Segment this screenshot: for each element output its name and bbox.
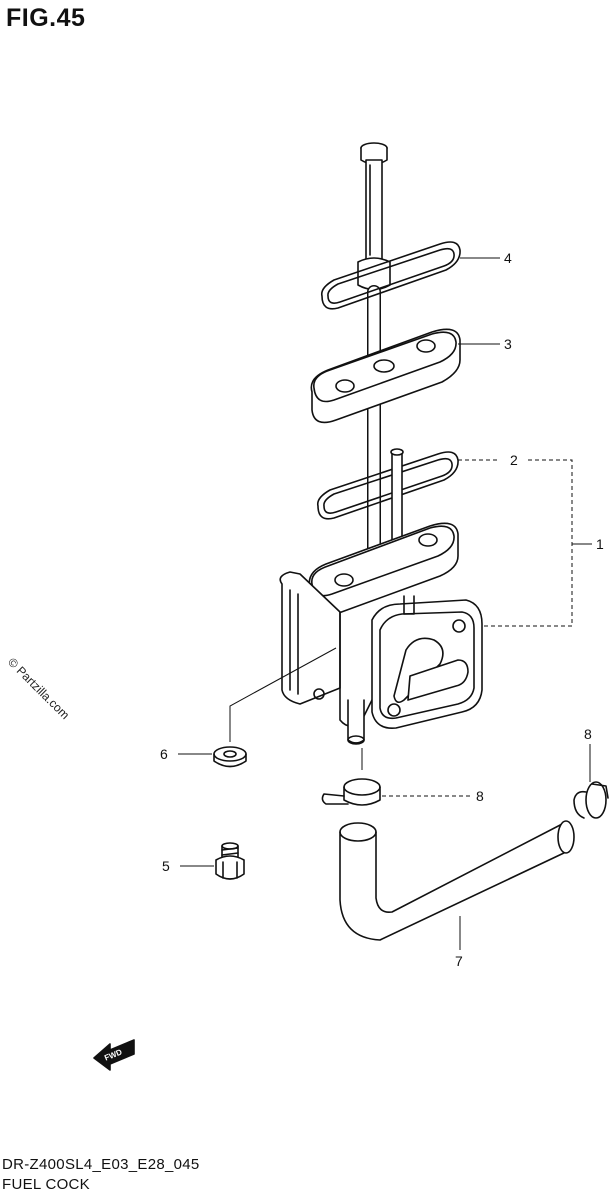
filter-holder-plate xyxy=(310,328,461,424)
fuel-hose xyxy=(339,820,575,941)
callout-7: 7 xyxy=(455,953,463,969)
callout-8-right: 8 xyxy=(584,726,592,742)
hose-clamp-left xyxy=(321,778,381,806)
fuel-cock-body xyxy=(279,522,483,745)
figure-title: FIG.45 xyxy=(6,4,86,32)
fwd-arrow xyxy=(93,1039,135,1071)
leader-1-bracket xyxy=(484,459,573,627)
callout-3: 3 xyxy=(504,336,512,352)
callout-8-left: 8 xyxy=(476,788,484,804)
leader-washer-bolt xyxy=(229,647,337,742)
figure-code: DR-Z400SL4_E03_E28_045 xyxy=(2,1156,200,1173)
callout-6: 6 xyxy=(160,746,168,762)
bolt xyxy=(215,842,245,880)
callout-5: 5 xyxy=(162,858,170,874)
gasket-ring-upper xyxy=(320,241,461,310)
filter-strainer xyxy=(357,142,391,587)
callout-4: 4 xyxy=(504,250,512,266)
hose-clamp-right xyxy=(573,781,609,819)
callout-2: 2 xyxy=(510,452,518,468)
figure-name: FUEL COCK xyxy=(2,1176,90,1193)
washer xyxy=(213,746,247,768)
callout-1: 1 xyxy=(596,536,604,552)
